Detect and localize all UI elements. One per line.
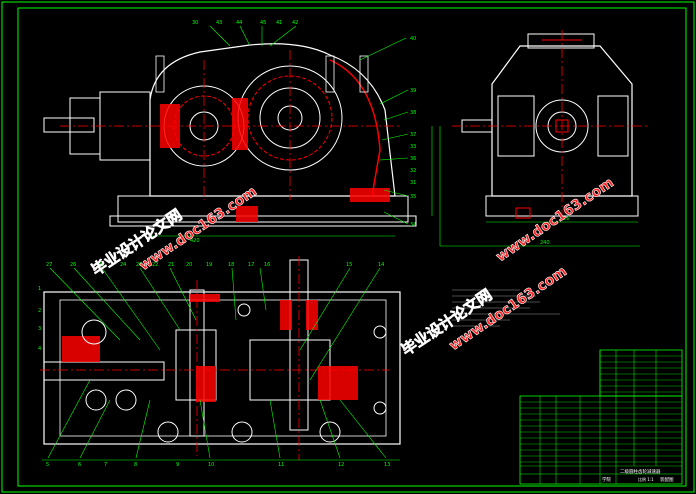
front-part-43: 43 xyxy=(216,20,222,26)
plan-part-1: 1 xyxy=(38,286,41,292)
watermark-group-b: 毕业设计论文网 www.doc163.com xyxy=(398,263,570,359)
front-dim-420: 420 xyxy=(190,238,200,244)
plan-part-3: 3 xyxy=(38,326,41,332)
front-part-32: 32 xyxy=(410,168,416,174)
front-part-37: 37 xyxy=(410,132,416,138)
front-part-45: 45 xyxy=(260,20,266,26)
title-scale: 比例 1:1 xyxy=(638,476,654,482)
plan-part-16: 16 xyxy=(264,262,270,268)
front-base-foot xyxy=(109,215,417,227)
front-cover-cut xyxy=(329,59,381,197)
input-shaft xyxy=(43,117,95,133)
front-part-39: 39 xyxy=(410,88,416,94)
plan-part-5: 5 xyxy=(46,462,49,468)
plan-part-23: 23 xyxy=(136,262,142,268)
plan-part-21: 21 xyxy=(168,262,174,268)
front-part-33: 33 xyxy=(410,144,416,150)
watermark-group-a: 毕业设计论文网 www.doc163.com xyxy=(88,183,260,279)
plan-view: 27 26 25 24 23 22 21 20 19 18 17 16 15 1… xyxy=(38,256,401,468)
input-flange xyxy=(99,91,151,161)
title-drawing-name: 二级圆柱齿轮减速器 xyxy=(620,468,661,475)
front-part-31: 31 xyxy=(410,180,416,186)
plan-part-8: 8 xyxy=(134,462,137,468)
plan-part-7: 7 xyxy=(104,462,107,468)
plan-part-20: 20 xyxy=(186,262,192,268)
watermark-group-c: www.doc163.com xyxy=(493,174,617,266)
plan-part-9: 9 xyxy=(176,462,179,468)
front-part-44: 44 xyxy=(236,20,242,26)
plan-part-11: 11 xyxy=(278,462,284,468)
plan-part-13: 13 xyxy=(384,462,390,468)
plan-part-14: 14 xyxy=(378,262,384,268)
title-school: 学院 xyxy=(602,476,611,483)
section-hatch-2 xyxy=(232,98,248,150)
plan-part-19: 19 xyxy=(206,262,212,268)
front-view: 30 43 44 45 41 42 40 39 38 37 36 35 34 3… xyxy=(43,20,417,244)
plan-inner xyxy=(59,299,387,437)
bom-rows xyxy=(520,355,682,467)
front-part-34: 34 xyxy=(410,222,416,228)
plan-part-17: 17 xyxy=(248,262,254,268)
plan-part-2: 2 xyxy=(38,308,41,314)
front-part-38: 38 xyxy=(410,110,416,116)
plan-part-26: 26 xyxy=(70,262,76,268)
section-hatch-4 xyxy=(236,206,258,222)
plan-part-10: 10 xyxy=(208,462,214,468)
side-view: 240 226 xyxy=(431,30,650,247)
plan-part-27: 27 xyxy=(46,262,52,268)
front-part-40: 40 xyxy=(410,36,416,42)
plan-part-6: 6 xyxy=(78,462,81,468)
side-top-cover xyxy=(527,33,595,49)
plan-part-15: 15 xyxy=(346,262,352,268)
plan-part-12: 12 xyxy=(338,462,344,468)
plan-part-4: 4 xyxy=(38,346,41,352)
plan-part-24: 24 xyxy=(120,262,126,268)
side-dim-226: 226 xyxy=(560,216,570,222)
front-part-41: 41 xyxy=(276,20,282,26)
plan-part-25: 25 xyxy=(98,262,104,268)
inner-frame xyxy=(17,7,687,487)
front-part-35: 35 xyxy=(410,194,416,200)
watermark-url-c: www.doc163.com xyxy=(493,175,617,266)
section-hatch-3 xyxy=(350,188,390,202)
plan-part-18: 18 xyxy=(228,262,234,268)
front-part-30: 30 xyxy=(192,20,198,26)
front-part-36: 36 xyxy=(410,156,416,162)
front-housing xyxy=(149,43,396,197)
plan-input-shaft xyxy=(43,361,165,381)
gear-right-pitch xyxy=(247,75,333,161)
front-part-42: 42 xyxy=(292,20,298,26)
side-dim-240: 240 xyxy=(540,240,550,246)
title-block: 二级圆柱齿轮减速器 学院 装配图 比例 1:1 xyxy=(519,349,683,485)
plan-part-22: 22 xyxy=(152,262,158,268)
tech-notes xyxy=(452,289,560,327)
title-drawing-no: 装配图 xyxy=(660,476,674,483)
